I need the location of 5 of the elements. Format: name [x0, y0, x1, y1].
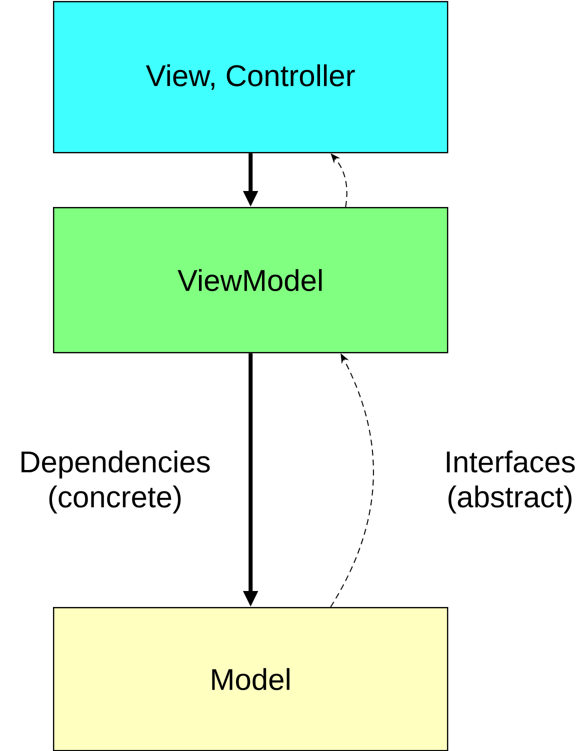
edge-label: Dependencies (concrete) — [22, 450, 210, 514]
box: ViewModel — [53, 207, 448, 354]
edge-label: Interfaces (abstract) — [446, 450, 575, 514]
box: Model — [53, 607, 448, 751]
box: View, Controller — [53, 1, 448, 154]
